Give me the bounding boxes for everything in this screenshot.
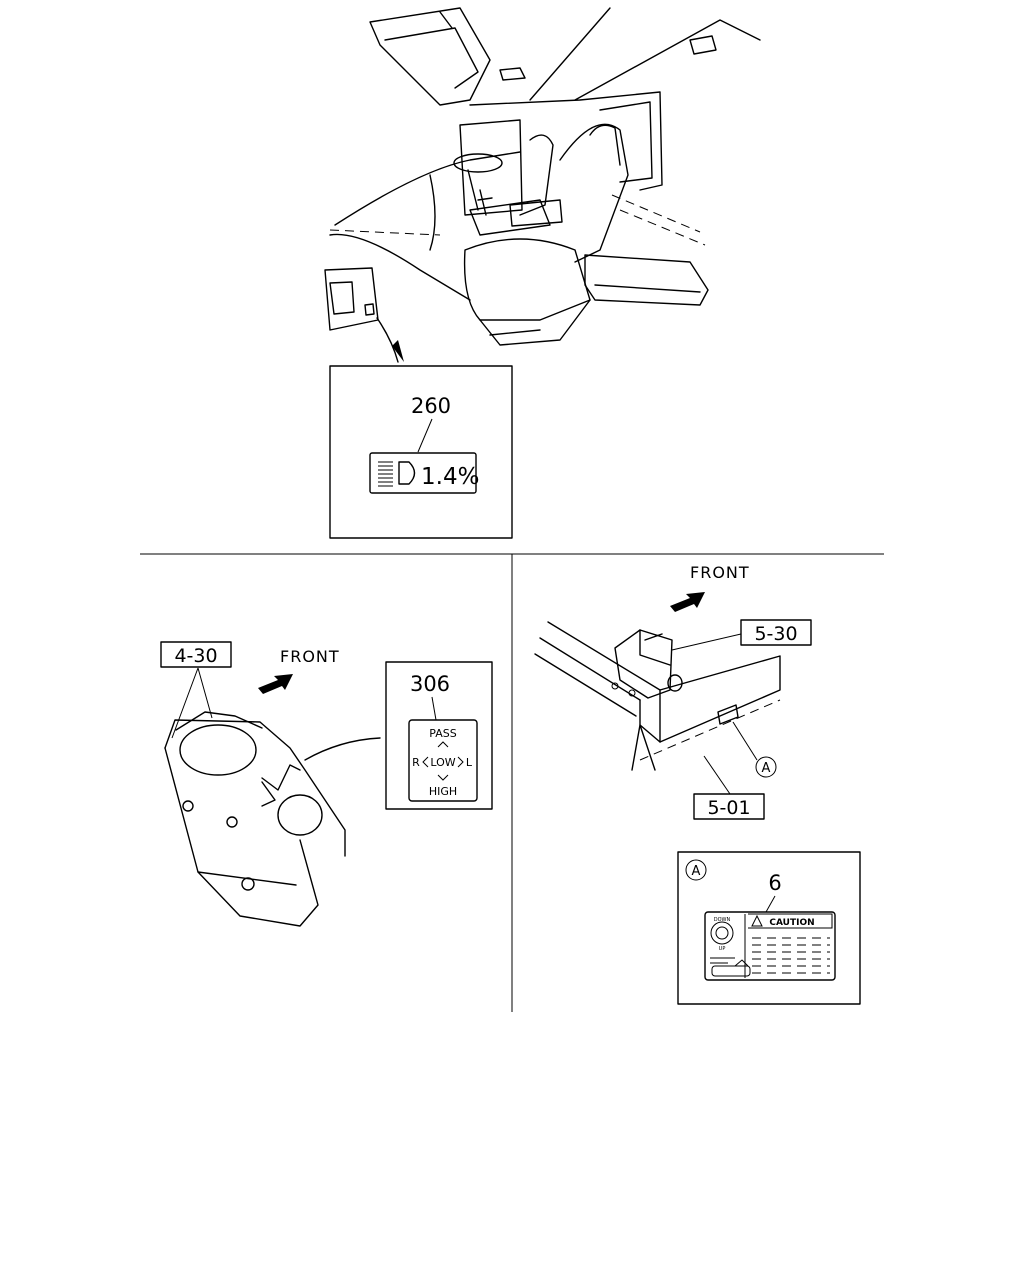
- chevron-left-icon: [422, 756, 429, 768]
- detail-box-a: A 6 CAUTION DOWN UP: [677, 851, 861, 1005]
- callout-6: 6: [768, 871, 781, 895]
- front-arrow-left: FRONT: [258, 647, 340, 694]
- marker-a-frame: A: [732, 721, 777, 778]
- dial-top-text: DOWN: [714, 917, 731, 923]
- detail-box-306: 306 PASS R LOW L HIGH: [385, 661, 493, 810]
- front-arrow-right: FRONT: [670, 563, 750, 612]
- front-label-right: FRONT: [690, 563, 750, 582]
- frame-illustration: [534, 621, 781, 771]
- leveling-value: 1.4%: [421, 464, 479, 490]
- ref-4-30: 4-30: [160, 641, 232, 739]
- cab-interior-illustration: [324, 7, 761, 363]
- chevron-down-icon: [437, 774, 449, 781]
- caution-label: CAUTION DOWN UP: [704, 911, 836, 981]
- chevron-up-icon: [437, 741, 449, 748]
- dial-icon: [710, 921, 734, 945]
- ref-4-30-label: 4-30: [174, 645, 217, 667]
- headlamp-beam-icon: [378, 461, 416, 487]
- caution-heading: CAUTION: [769, 918, 814, 928]
- detail-box-260: 260 1.4%: [329, 365, 513, 539]
- switch-r: R: [412, 756, 420, 769]
- callout-260: 260: [411, 394, 451, 418]
- headlamp-leveling-label: 1.4%: [369, 452, 479, 494]
- dimmer-switch-label: PASS R LOW L HIGH: [408, 719, 478, 802]
- callout-306: 306: [410, 672, 450, 696]
- front-label-left: FRONT: [280, 647, 340, 666]
- switch-low: LOW: [430, 756, 455, 769]
- switch-l: L: [466, 756, 473, 769]
- switch-high: HIGH: [429, 785, 457, 798]
- chevron-right-icon: [457, 756, 464, 768]
- warning-triangle-icon: [751, 914, 763, 927]
- ref-5-30: 5-30: [671, 619, 812, 651]
- ref-5-30-label: 5-30: [754, 623, 797, 645]
- marker-a-label: A: [762, 761, 771, 776]
- dial-bottom-text: UP: [719, 946, 726, 952]
- ref-5-01-label: 5-01: [707, 797, 750, 819]
- column-switch-illustration: [164, 711, 381, 927]
- switch-pass: PASS: [429, 727, 456, 740]
- detail-a-marker: A: [692, 864, 701, 879]
- ref-5-01: 5-01: [693, 755, 765, 820]
